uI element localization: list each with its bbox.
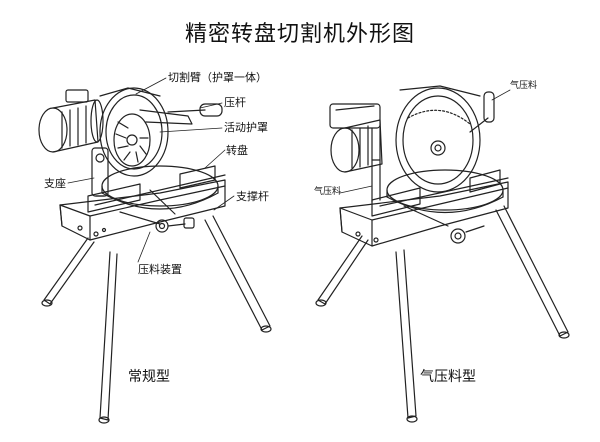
right-saw-guard xyxy=(395,85,481,193)
left-support-pillar xyxy=(91,147,109,197)
label-guard: 活动护罩 xyxy=(224,121,268,134)
left-legs xyxy=(41,215,272,424)
right-motor xyxy=(329,103,383,173)
left-clamp xyxy=(119,211,195,233)
left-base xyxy=(59,179,226,241)
right-press-rod xyxy=(469,91,495,133)
left-saw-guard xyxy=(99,87,169,177)
label-turntable: 转盘 xyxy=(226,144,248,157)
page-title: 精密转盘切割机外形图 xyxy=(184,22,415,47)
left-turntable xyxy=(94,165,226,215)
caption-right: 气压料型 xyxy=(420,369,476,385)
right-clamp xyxy=(403,205,485,244)
label-pneumatic-left: 气压料 xyxy=(314,187,342,197)
label-pneumatic-top: 气压料 xyxy=(510,81,538,91)
right-legs xyxy=(315,205,570,423)
left-machine-drawing xyxy=(38,77,272,424)
right-pneumatic-frame xyxy=(371,127,381,203)
left-press-rod xyxy=(167,103,223,117)
left-leader-lines xyxy=(67,77,235,263)
right-base xyxy=(339,181,509,247)
caption-left: 常规型 xyxy=(128,369,170,385)
right-machine-drawing xyxy=(315,85,570,423)
label-cutting-arm: 切割臂（护罩一体） xyxy=(168,71,267,84)
label-press-rod: 压杆 xyxy=(224,96,246,109)
label-brace: 支撑杆 xyxy=(236,190,269,203)
left-motor xyxy=(38,89,104,153)
label-clamp: 压料装置 xyxy=(138,263,182,276)
right-leader-lines xyxy=(339,89,511,194)
label-support: 支座 xyxy=(44,177,66,190)
